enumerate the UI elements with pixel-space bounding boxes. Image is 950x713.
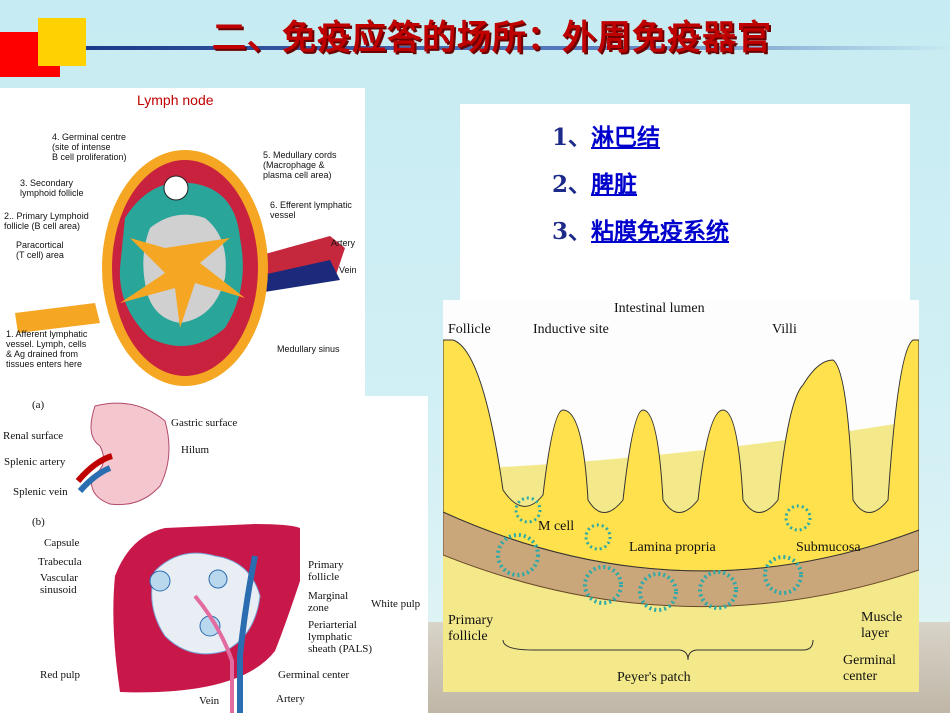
germinal-follicle-shape [638, 572, 678, 612]
follicle-shape [514, 496, 542, 524]
germinal-follicle-shape [763, 555, 803, 595]
lymph-node-title: Lymph node [137, 92, 214, 108]
splenic-vein-shape [77, 465, 112, 493]
medullary-cords-shape [120, 238, 245, 328]
label-follicle: Follicle [448, 322, 491, 337]
vein-b-shape [237, 555, 258, 713]
vein-shape [258, 260, 340, 293]
label-vein: Vein [199, 695, 220, 707]
label-submucosa: Submucosa [796, 540, 861, 555]
label-primary-follicle: Primary follicle [308, 559, 344, 583]
label-peyers-patch: Peyer's patch [617, 670, 691, 685]
label-pals: Periarterial lymphatic sheath (PALS) [308, 619, 373, 655]
panel-label-b: (b) [32, 516, 45, 528]
label-vein: Vein [339, 265, 357, 275]
list-item: 3、粘膜免疫系统 [552, 218, 730, 245]
afferent-vessel-shape [15, 303, 100, 333]
label-red-pulp: Red pulp [40, 669, 81, 681]
germinal-centre-shape [163, 175, 189, 201]
label-m-cell: M cell [538, 519, 575, 534]
decor-yellow-square [38, 18, 86, 66]
peyers-patch-brace [502, 639, 814, 661]
lymph-node-diagram: Lymph node 4. Germinal centre (site of i… [0, 88, 365, 396]
title-underline [86, 46, 950, 50]
white-pulp-area [151, 552, 261, 655]
label-primary-follicle: Primary follicle [448, 613, 494, 644]
label-capsule: Capsule [44, 537, 80, 549]
panel-label-a: (a) [32, 399, 45, 411]
label-splenic-vein: Splenic vein [13, 486, 68, 498]
spleen-outline-a [90, 402, 170, 506]
list-item: 1、淋巴结 [552, 124, 661, 151]
label-white-pulp: White pulp [371, 598, 421, 610]
label-afferent: 1. Afferent lymphatic vessel. Lymph, cel… [6, 329, 88, 369]
label-primary-follicle: 2.. Primary Lymphoid follicle (B cell ar… [4, 211, 89, 231]
follicle-shape [584, 523, 612, 551]
label-lamina-propria: Lamina propria [629, 540, 716, 555]
label-secondary-follicle: 3. Secondary lymphoid follicle [20, 178, 84, 198]
villi-shape [443, 339, 919, 572]
label-renal-surface: Renal surface [3, 430, 64, 442]
link-mucosal-immune-system[interactable]: 粘膜免疫系统 [591, 218, 730, 245]
label-vascular-sinusoid: Vascular sinusoid [40, 572, 78, 596]
label-marginal-zone: Marginal zone [308, 590, 349, 614]
follicle-shape [149, 570, 171, 592]
label-artery: Artery [276, 693, 305, 705]
lymph-node-illustration [15, 150, 345, 386]
follicle-shape [784, 504, 812, 532]
primary-follicle-shape [496, 533, 540, 577]
label-trabecula: Trabecula [38, 556, 82, 568]
link-spleen[interactable]: 脾脏 [591, 171, 638, 198]
spleen-diagram: (a) Gastric surface Renal surface Hilum … [0, 396, 428, 713]
label-germinal-centre: 4. Germinal centre (site of intense B ce… [52, 132, 127, 162]
label-medullary-cords: 5. Medullary cords (Macrophage & plasma … [263, 150, 337, 180]
follicle-shape [208, 569, 228, 589]
label-gastric-surface: Gastric surface [171, 417, 238, 429]
label-hilum: Hilum [181, 444, 210, 456]
label-efferent: 6. Efferent lymphatic vessel [270, 200, 352, 220]
label-medullary-sinus: Medullary sinus [277, 344, 340, 354]
link-lymph-node[interactable]: 淋巴结 [591, 124, 661, 151]
spleen-illustration [75, 402, 300, 713]
label-inductive-site: Inductive site [533, 322, 609, 337]
germinal-follicle-shape [583, 565, 623, 605]
label-germinal-center: Germinal center [278, 669, 350, 681]
germinal-follicle-shape [698, 570, 738, 610]
splenic-artery-shape [75, 453, 113, 483]
label-intestinal-lumen: Intestinal lumen [614, 301, 705, 316]
organ-list: 1、淋巴结 2、脾脏 3、粘膜免疫系统 [552, 120, 729, 261]
organ-list-panel: 1、淋巴结 2、脾脏 3、粘膜免疫系统 [460, 104, 910, 300]
label-paracortical: Paracortical (T cell) area [16, 240, 64, 260]
slide-title: 二、免疫应答的场所：外周免疫器官 [212, 18, 772, 58]
artery-b-shape [193, 594, 234, 713]
list-item: 2、脾脏 [552, 171, 638, 198]
label-villi: Villi [772, 322, 797, 337]
label-muscle-layer: Muscle layer [861, 610, 903, 641]
label-germinal-center: Germinal center [843, 653, 896, 684]
label-artery: Artery [331, 238, 356, 248]
intestine-diagram: Intestinal lumen Follicle Inductive site… [443, 300, 919, 692]
intestine-illustration [443, 339, 919, 692]
label-splenic-artery: Splenic artery [4, 456, 66, 468]
